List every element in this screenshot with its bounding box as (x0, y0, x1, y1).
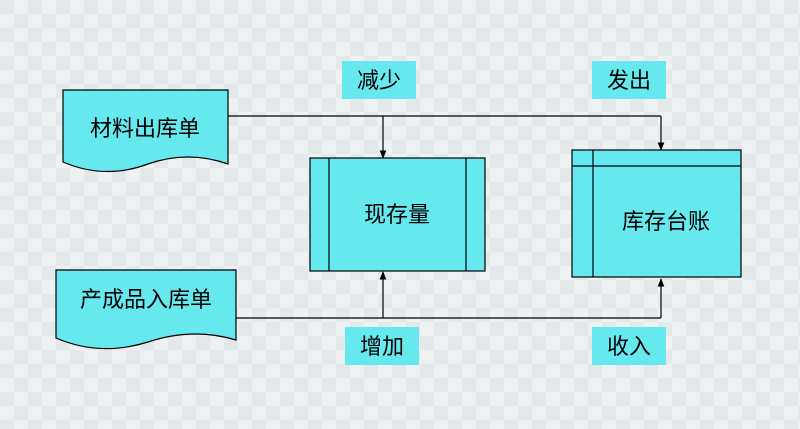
label-box (592, 327, 666, 365)
node-label: 库存台账 (622, 210, 710, 235)
document-shape (62, 89, 229, 173)
label-text: 发出 (607, 69, 651, 94)
connectors (228, 115, 665, 319)
label-box (345, 327, 419, 365)
node-current-stock: 现存量 (309, 157, 486, 272)
label-receive: 收入 (592, 327, 666, 365)
process-box (309, 157, 486, 272)
data-store-box (571, 149, 742, 278)
label-box (592, 61, 666, 99)
node-label: 现存量 (364, 203, 430, 228)
label-decrease: 减少 (342, 61, 416, 99)
node-label: 产成品入库单 (80, 288, 212, 313)
node-material-out-doc: 材料出库单 (62, 89, 229, 173)
node-product-in-doc: 产成品入库单 (55, 269, 237, 350)
document-shape (55, 269, 237, 350)
label-issue: 发出 (592, 61, 666, 99)
label-text: 减少 (357, 69, 401, 94)
label-text: 增加 (360, 335, 404, 360)
node-stock-ledger: 库存台账 (571, 149, 742, 278)
label-box (342, 61, 416, 99)
label-increase: 增加 (345, 327, 419, 365)
label-text: 收入 (607, 335, 651, 360)
node-label: 材料出库单 (90, 117, 200, 142)
